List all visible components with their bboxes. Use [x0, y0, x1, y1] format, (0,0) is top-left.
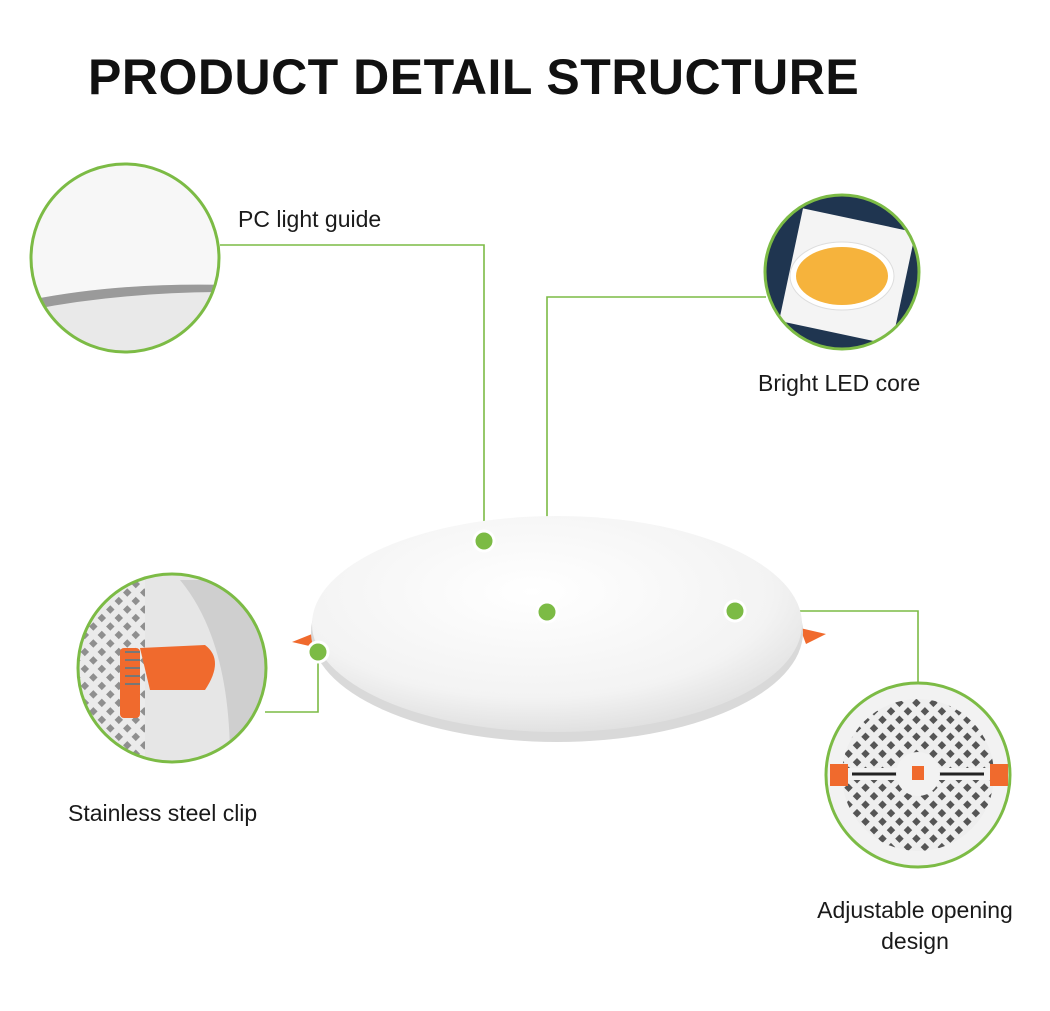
dot-led-core — [535, 600, 559, 624]
clip-detail-image — [76, 572, 268, 764]
line-light-guide — [220, 244, 485, 541]
label-bright-led-core: Bright LED core — [758, 370, 921, 396]
label-adjustable-opening: Adjustable opening — [817, 897, 1013, 923]
dot-opening — [723, 599, 747, 623]
label-stainless-steel-clip: Stainless steel clip — [68, 800, 258, 826]
line-clip — [265, 652, 319, 713]
dot-light-guide — [472, 529, 496, 553]
dot-clip — [306, 640, 330, 664]
line-led-core — [546, 296, 766, 612]
panel-light-image — [292, 516, 826, 742]
callout-dots — [306, 529, 747, 664]
led-core-detail-image — [763, 193, 921, 351]
light-guide-detail-image — [29, 162, 221, 354]
page-title: PRODUCT DETAIL STRUCTURE — [88, 49, 860, 105]
adjustable-opening-detail-image — [824, 681, 1012, 869]
label-adjustable-opening-line2: design — [881, 928, 949, 954]
label-pc-light-guide: PC light guide — [238, 206, 382, 232]
